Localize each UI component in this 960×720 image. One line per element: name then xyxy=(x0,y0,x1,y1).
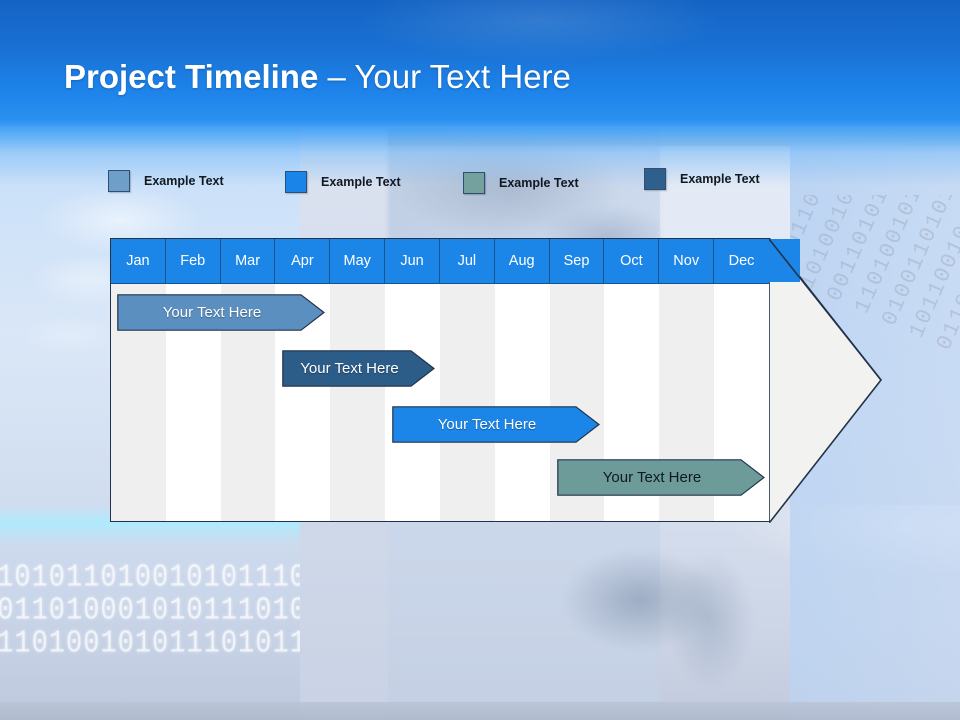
legend-item-2[interactable]: Example Text xyxy=(285,171,401,193)
task-bar-label: Your Text Here xyxy=(602,469,702,486)
month-cell-jul[interactable]: Jul xyxy=(439,239,495,283)
page-title: Project Timeline – Your Text Here xyxy=(64,58,571,96)
binary-row: 11101001010111010111 xyxy=(0,627,300,662)
task-bar-label: Your Text Here xyxy=(437,416,537,433)
month-cell-nov[interactable]: Nov xyxy=(659,239,715,283)
timeline-column-stripe xyxy=(111,239,166,521)
timeline-task-bar-2[interactable]: Your Text Here xyxy=(282,350,435,387)
month-cell-apr[interactable]: Apr xyxy=(275,239,331,283)
task-bar-label: Your Text Here xyxy=(300,360,399,377)
binary-row: 001101000101011101001 xyxy=(0,594,300,629)
month-cell-jan[interactable]: Jan xyxy=(111,239,166,283)
legend-item-1[interactable]: Example Text xyxy=(108,170,224,192)
timeline-arrowhead xyxy=(769,238,883,523)
timeline-task-bar-4[interactable]: Your Text Here xyxy=(557,459,765,496)
page-title-suffix: – Your Text Here xyxy=(318,58,571,95)
timeline-header-underline xyxy=(111,283,769,284)
timeline-column-stripe xyxy=(165,239,221,521)
legend-swatch-icon xyxy=(644,168,666,190)
task-bar-shape xyxy=(557,459,765,496)
month-cell-mar[interactable]: Mar xyxy=(220,239,276,283)
legend-label: Example Text xyxy=(499,176,579,190)
task-bar-label: Your Text Here xyxy=(162,304,262,321)
timeline-column-stripe xyxy=(439,239,495,521)
timeline-column-stripe xyxy=(494,239,550,521)
legend-label: Example Text xyxy=(321,175,401,189)
legend-swatch-icon xyxy=(463,172,485,194)
binary-row: 01010110100101011101 xyxy=(0,561,300,596)
legend-swatch-icon xyxy=(108,170,130,192)
task-bar-shape xyxy=(282,350,435,387)
task-bar-shape xyxy=(392,406,600,443)
background-bottom-strip xyxy=(0,702,960,720)
month-cell-aug[interactable]: Aug xyxy=(494,239,550,283)
legend-label: Example Text xyxy=(144,174,224,188)
month-cell-may[interactable]: May xyxy=(330,239,386,283)
timeline-column-stripe xyxy=(220,239,276,521)
title-band xyxy=(0,0,960,126)
timeline-task-bar-3[interactable]: Your Text Here xyxy=(392,406,600,443)
page-title-bold: Project Timeline xyxy=(64,58,319,95)
task-bar-shape xyxy=(117,294,325,331)
timeline-task-bar-1[interactable]: Your Text Here xyxy=(117,294,325,331)
background-binary-rows: 01010110100101011101 0011010001010111010… xyxy=(0,560,300,670)
month-cell-jun[interactable]: Jun xyxy=(385,239,440,283)
legend-item-4[interactable]: Example Text xyxy=(644,168,760,190)
month-cell-dec[interactable]: Dec xyxy=(714,239,769,283)
legend-item-3[interactable]: Example Text xyxy=(463,172,579,194)
legend-swatch-icon xyxy=(285,171,307,193)
month-cell-oct[interactable]: Oct xyxy=(604,239,660,283)
month-cell-sep[interactable]: Sep xyxy=(549,239,605,283)
month-cell-feb[interactable]: Feb xyxy=(165,239,221,283)
legend-label: Example Text xyxy=(680,172,760,186)
